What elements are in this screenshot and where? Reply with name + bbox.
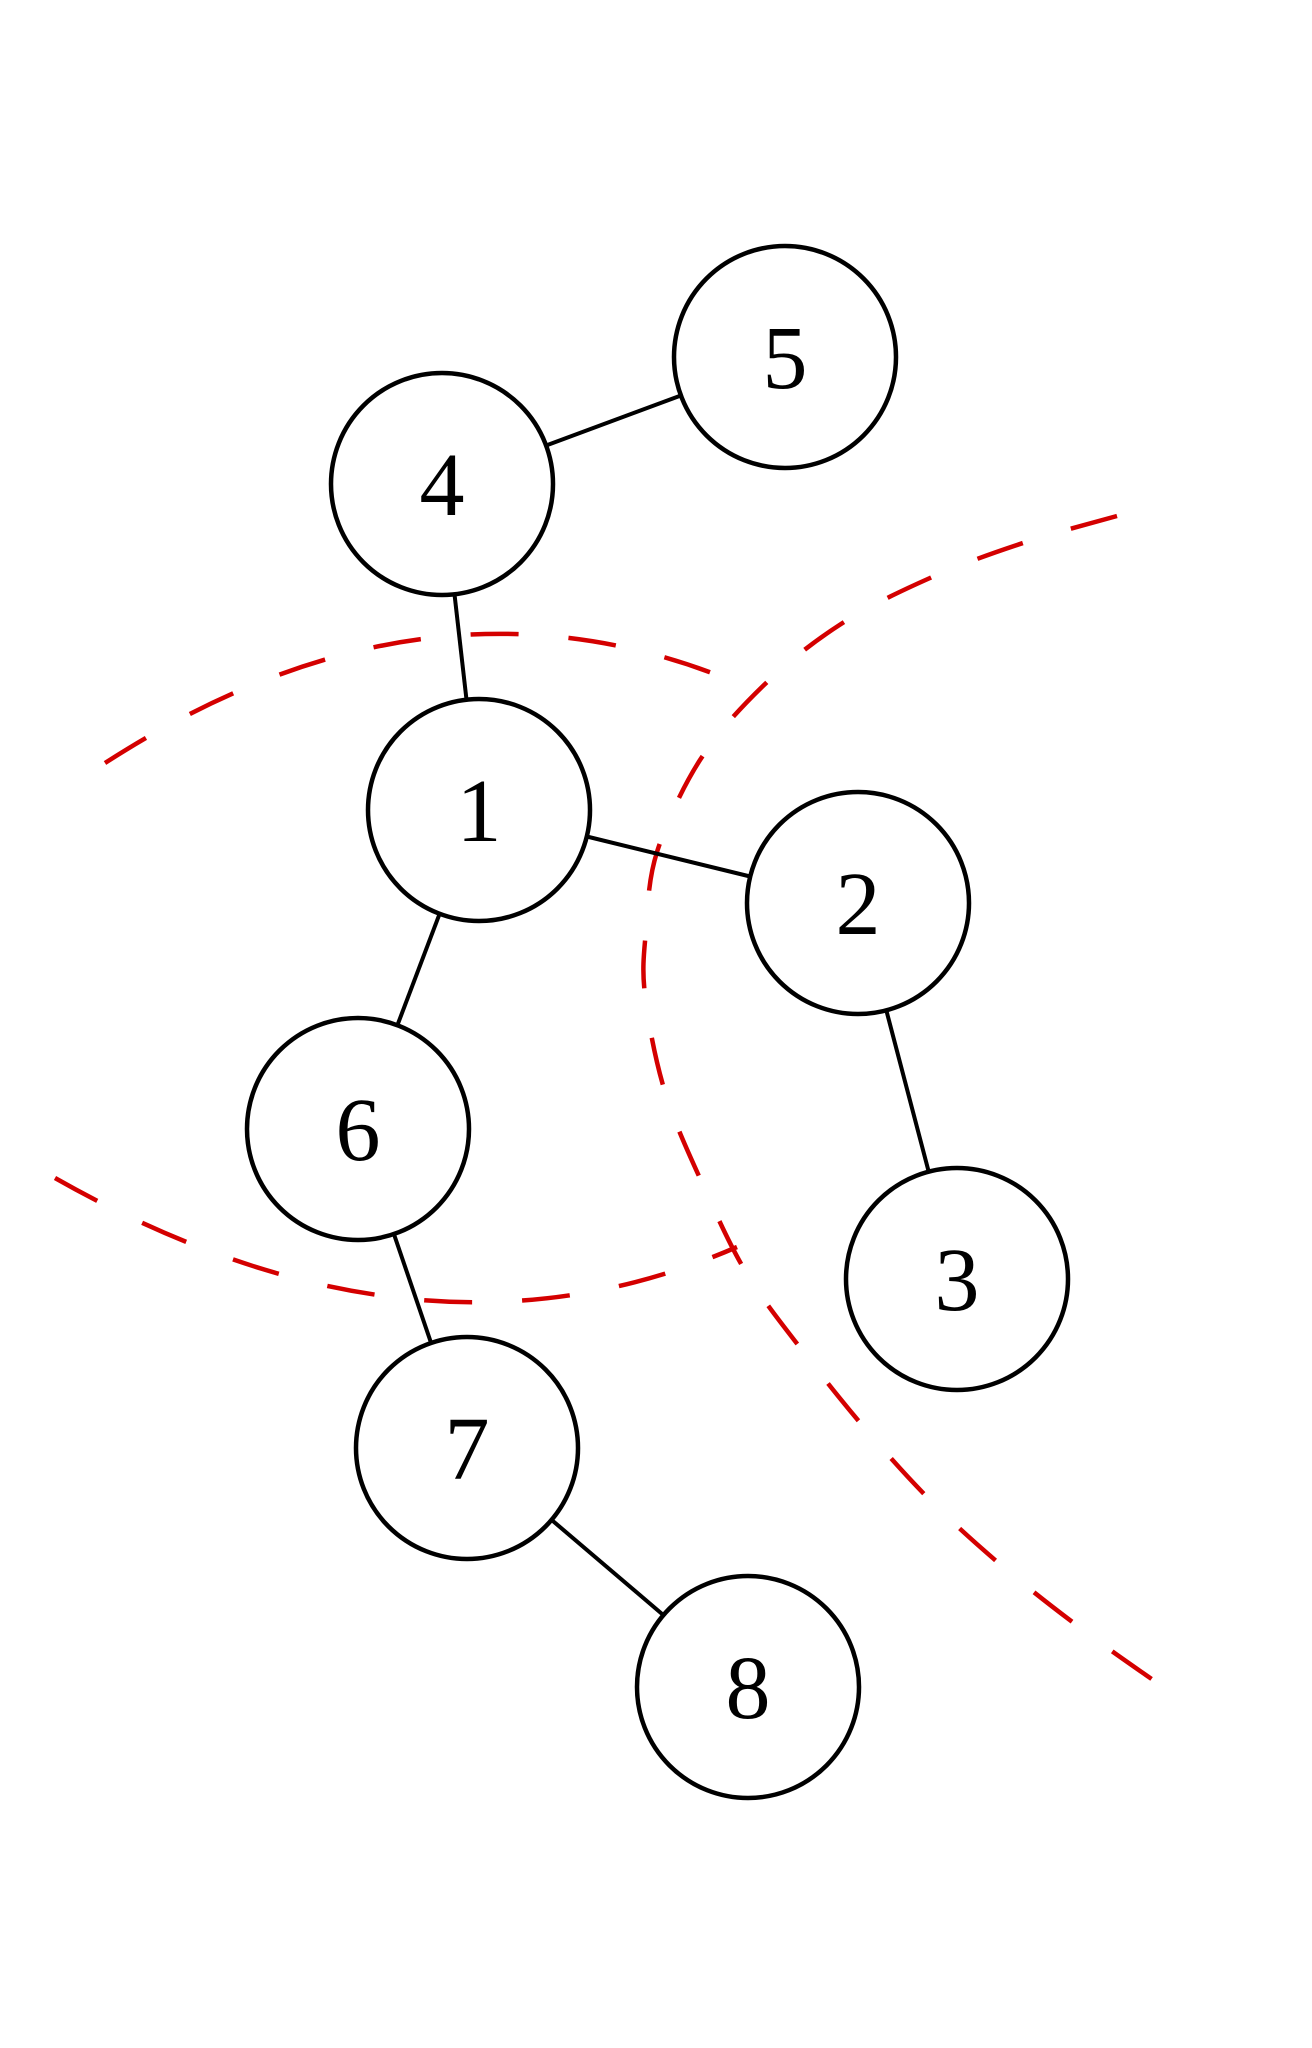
cut-lines (53, 513, 1168, 1691)
edge-7-8 (550, 1518, 665, 1617)
node-7: 7 (353, 1334, 581, 1562)
node-1: 1 (365, 696, 593, 924)
node-label: 6 (336, 1081, 381, 1180)
node-3: 3 (843, 1165, 1071, 1393)
node-circle (244, 1015, 472, 1243)
node-label: 1 (457, 762, 502, 861)
node-label: 8 (726, 1639, 771, 1738)
node-label: 4 (420, 436, 465, 535)
node-circle (365, 696, 593, 924)
node-circle (671, 243, 899, 471)
node-circle (843, 1165, 1071, 1393)
edge-4-5 (545, 393, 682, 448)
node-circle (744, 789, 972, 1017)
node-4: 4 (328, 370, 556, 598)
node-label: 7 (445, 1400, 490, 1499)
edge-1-6 (395, 913, 442, 1026)
node-circle (353, 1334, 581, 1562)
node-label: 5 (763, 309, 808, 408)
edges (392, 393, 931, 1617)
node-5: 5 (671, 243, 899, 471)
node-circle (634, 1573, 862, 1801)
cut-line-upper-arc (103, 631, 721, 765)
node-label: 3 (935, 1231, 980, 1330)
edge-2-3 (884, 1009, 931, 1173)
nodes: 1 2 3 4 5 6 7 8 (244, 243, 1071, 1801)
edge-6-7 (392, 1233, 433, 1344)
node-circle (328, 370, 556, 598)
node-6: 6 (244, 1015, 472, 1243)
edge-1-2 (586, 834, 751, 879)
node-8: 8 (634, 1573, 862, 1801)
node-label: 2 (836, 855, 881, 954)
cut-line-right-curve (641, 513, 1168, 1691)
node-2: 2 (744, 789, 972, 1017)
cut-line-lower-arc (53, 1176, 738, 1305)
edge-4-1 (452, 594, 469, 700)
